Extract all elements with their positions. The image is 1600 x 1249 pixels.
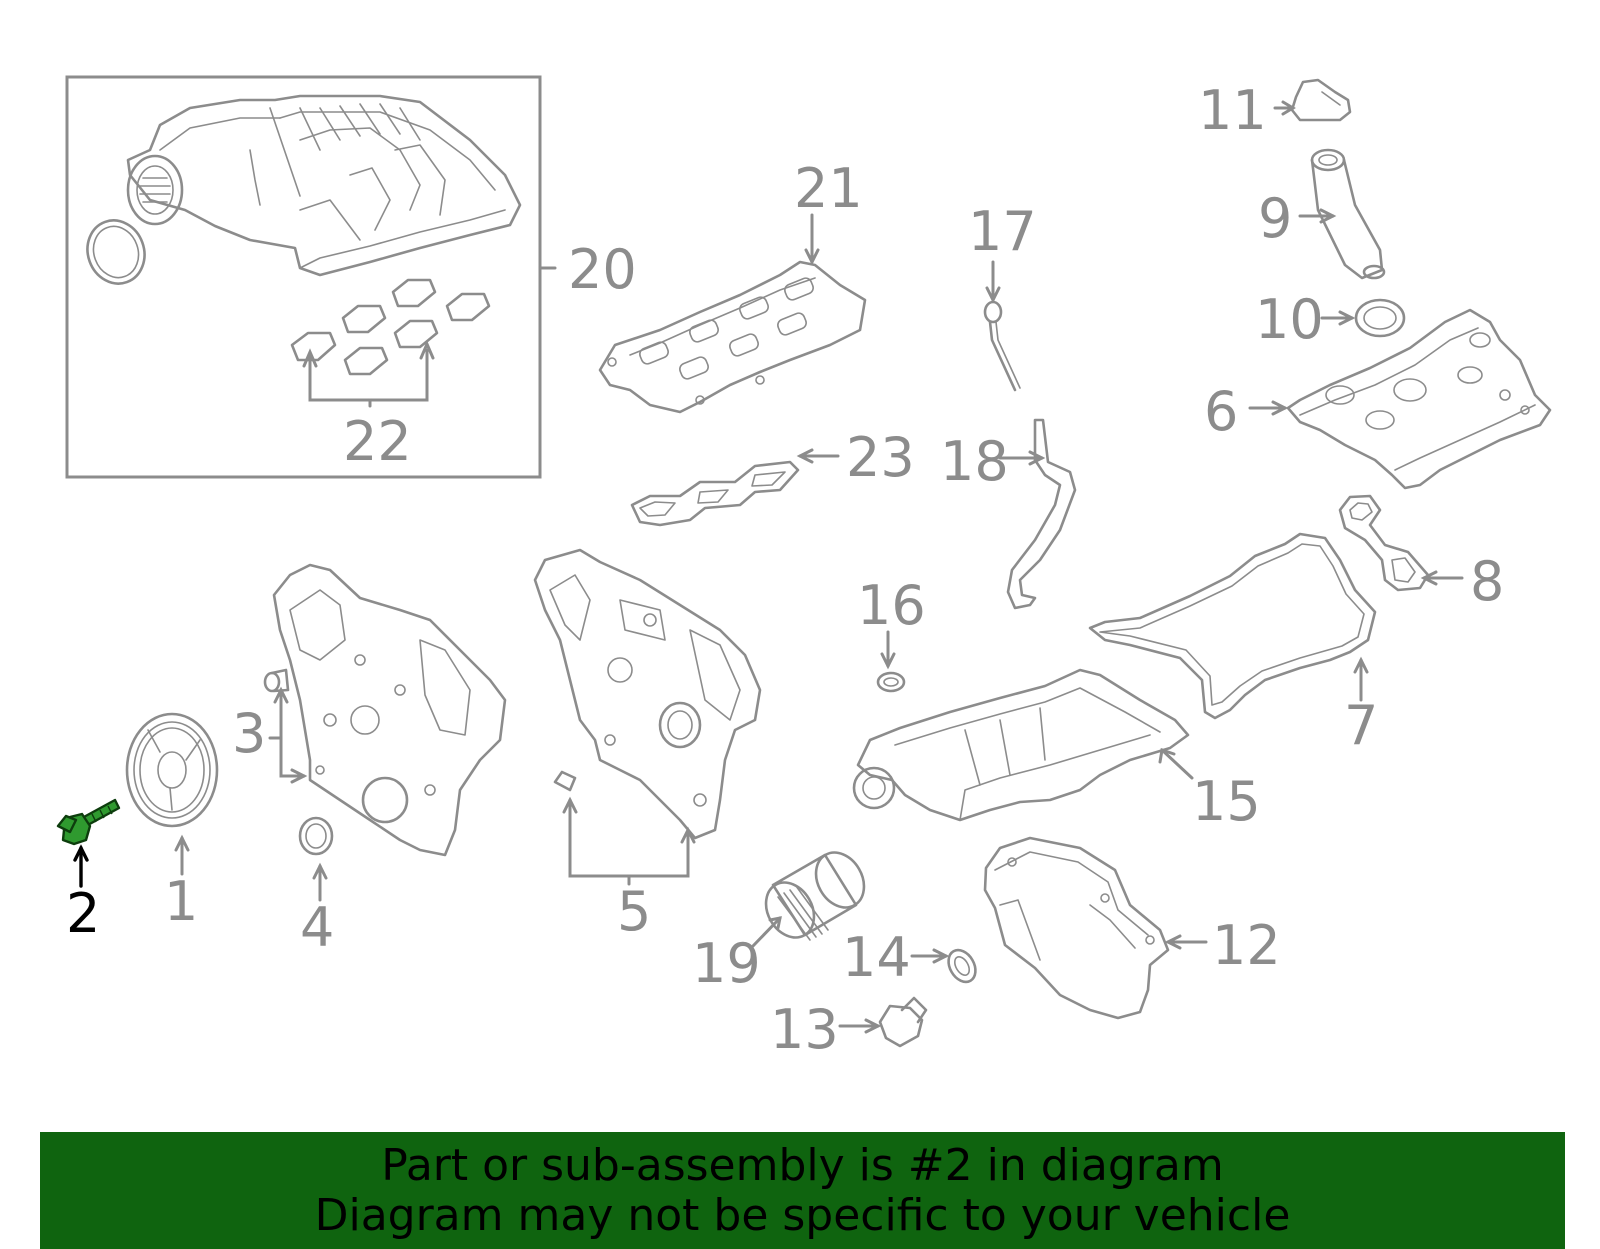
oil-pan-gasket-part[interactable] [1088,532,1377,720]
lower-intake-manifold-part[interactable] [598,260,867,414]
drain-plug-gasket-part[interactable] [943,945,981,986]
callout-4: 4 [300,896,334,959]
callout-9: 9 [1258,187,1292,250]
intake-assembly-box [65,75,542,479]
callout-5: 5 [617,880,651,943]
callout-13: 13 [770,998,839,1061]
callout-3: 3 [232,702,266,765]
callout-15: 15 [1192,770,1261,833]
engine-parts-diagram: 1 2 3 4 5 6 7 8 9 10 11 12 13 14 15 16 1… [56,75,1552,1061]
crankshaft-pulley-part[interactable] [125,712,219,828]
callout-14: 14 [842,926,911,989]
intake-manifold-part[interactable] [126,94,522,277]
callout-8: 8 [1470,550,1504,613]
callout-7: 7 [1344,694,1378,757]
callout-18: 18 [940,430,1009,493]
valve-cover-part[interactable] [1286,308,1552,490]
valve-cover-seal-part[interactable] [1338,494,1430,592]
intake-gasket-part[interactable] [630,460,800,527]
callout-12: 12 [1212,914,1281,977]
oil-pan-lower-part[interactable] [983,836,1170,1020]
oil-pan-washer-part[interactable] [876,671,906,693]
oil-pan-upper-part[interactable] [852,668,1190,822]
callout-23: 23 [846,426,915,489]
callout-10: 10 [1255,288,1324,351]
dipstick-part[interactable] [983,300,1021,392]
timing-cover-part[interactable] [272,563,507,857]
callout-22: 22 [343,410,412,473]
callout-19: 19 [692,932,761,995]
callout-11: 11 [1198,79,1267,142]
throttle-body-gasket-part[interactable] [79,212,154,291]
info-banner: Part or sub-assembly is #2 in diagram Di… [40,1132,1565,1249]
oil-cap-part[interactable] [1290,78,1352,122]
drain-plug-part[interactable] [878,996,928,1048]
oil-filler-seal-part[interactable] [1354,298,1406,338]
dipstick-tube-part[interactable] [1006,418,1077,610]
dowel-pin-part[interactable] [263,668,290,693]
callout-2: 2 [66,882,100,945]
banner-line-part-number: Part or sub-assembly is #2 in diagram [381,1139,1224,1191]
callout-6: 6 [1204,380,1238,443]
intake-gaskets-part[interactable] [290,278,491,376]
crankshaft-bolt-part[interactable] [56,798,121,846]
callout-20: 20 [568,238,637,301]
oil-filler-neck-part[interactable] [1310,148,1386,280]
callout-17: 17 [968,200,1037,263]
front-cover-dowel-part[interactable] [553,770,577,792]
callout-16: 16 [857,574,926,637]
callout-21: 21 [794,157,863,220]
banner-line-disclaimer: Diagram may not be specific to your vehi… [314,1189,1291,1241]
crankshaft-seal-part[interactable] [298,816,334,856]
engine-front-cover-part[interactable] [533,548,762,840]
callout-1: 1 [164,870,198,933]
